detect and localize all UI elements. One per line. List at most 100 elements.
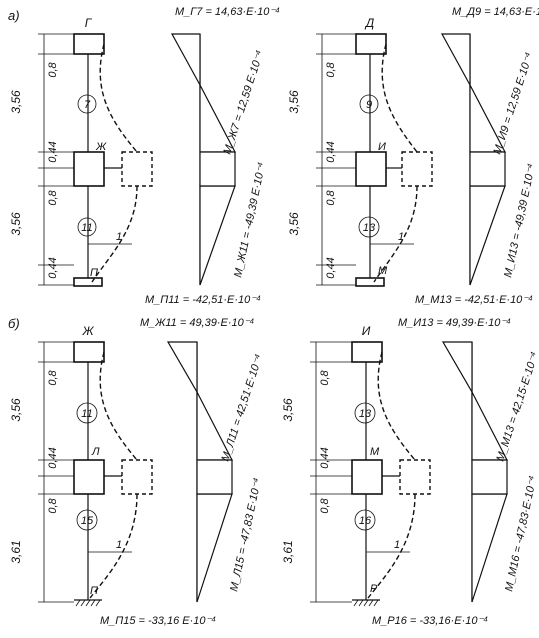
moment-area-lower xyxy=(469,185,506,286)
moment-label-top: M_Г7 = 14,63·E·10⁻⁴ xyxy=(175,6,280,18)
moment-label-lower: M_Л15 = -47,83 E·10⁻⁴ xyxy=(228,477,264,593)
member-circle-upper xyxy=(77,94,97,114)
moment-label-mid: M_Ж7 = 12,59 E·10⁻⁴ xyxy=(221,49,266,156)
panel-3: 3,56 3,61 0,8 0,44 0,8 1 11 15 Ж Л П xyxy=(9,317,265,627)
dim-lower-span: 3,61 xyxy=(281,540,295,563)
deflection-label: 1 xyxy=(116,231,122,243)
top-node-box xyxy=(351,341,383,363)
top-node-box xyxy=(73,33,105,55)
panel-1: 3,56 3,56 0,8 0,44 0,8 0,44 1 7 11 Г Ж П… xyxy=(9,6,280,306)
moment-label-mid: M_Л11 = 42,51·E·10⁻⁴ xyxy=(219,353,265,463)
member-circle-upper xyxy=(359,94,379,114)
dim-upper-span: 3,56 xyxy=(9,90,23,114)
member-circle-lower xyxy=(76,509,98,531)
moment-label-lower: M_М16 = -47,83·E·10⁻⁴ xyxy=(503,475,539,593)
moment-area-joint xyxy=(196,459,233,495)
member-number-upper: 7 xyxy=(84,99,91,111)
mid-node-box xyxy=(73,459,105,495)
mid-node-box xyxy=(73,151,105,187)
moment-label-top: M_Ж11 = 49,39·E·10⁻⁴ xyxy=(140,317,255,329)
dim-lower-span: 3,61 xyxy=(9,540,23,563)
fixed-support-hatch xyxy=(74,599,102,607)
deflected-shape-lower xyxy=(367,493,416,599)
member-number-lower: 11 xyxy=(81,222,92,234)
moment-area-lower xyxy=(471,493,508,603)
moment-label-mid: M_М13 = 42,15·E·10⁻⁴ xyxy=(494,350,539,463)
member-number-lower: 16 xyxy=(359,515,372,527)
section-label-b: б) xyxy=(8,316,20,331)
moment-label-top: M_И13 = 49,39·E·10⁻⁴ xyxy=(398,317,511,329)
node-label-mid: М xyxy=(370,446,380,458)
moment-area-joint xyxy=(469,151,506,187)
member-circle-lower xyxy=(354,509,376,531)
member-circle-lower xyxy=(358,216,380,238)
deflected-shape-upper xyxy=(377,351,416,461)
moment-area-upper-neg xyxy=(166,341,198,395)
deflected-shape-lower xyxy=(89,493,138,599)
node-label-mid: Л xyxy=(91,446,100,458)
moment-label-bottom: M_Р16 = -33,16·E·10⁻⁴ xyxy=(372,615,488,627)
deflected-shape-upper xyxy=(381,43,418,153)
moment-area-lower xyxy=(196,493,233,603)
dim-upper-span: 3,56 xyxy=(287,90,301,114)
dim-upper-beam: 0,44 xyxy=(325,141,337,162)
moment-area-upper-neg xyxy=(440,33,471,86)
moment-label-bottom: M_М13 = -42,51·E·10⁻⁴ xyxy=(415,294,533,306)
deflection-label: 1 xyxy=(394,539,400,551)
member-number-lower: 15 xyxy=(81,515,94,527)
node-label-top: Д xyxy=(364,16,375,30)
deflected-shape-upper xyxy=(99,43,138,153)
moment-area-upper-neg xyxy=(441,341,473,395)
dim-upper-beam: 0,44 xyxy=(47,141,59,162)
dim-upper-beam: 0,44 xyxy=(319,447,331,468)
dim-lower-beam: 0,44 xyxy=(325,257,337,278)
panel-4: 3,56 3,61 0,8 0,44 0,8 1 13 16 И М Р xyxy=(281,317,539,627)
node-label-bottom: П xyxy=(90,585,98,597)
deflection-label: 1 xyxy=(398,231,404,243)
dim-lower-seg: 0,8 xyxy=(47,497,59,513)
member-number-upper: 13 xyxy=(359,408,372,420)
node-label-top: И xyxy=(362,324,371,338)
dim-upper-seg: 0,8 xyxy=(47,61,59,77)
bottom-node-box xyxy=(73,277,103,287)
panel-2: 3,56 3,56 0,8 0,44 0,8 0,44 1 9 13 Д И М… xyxy=(287,6,539,306)
node-label-bottom: П xyxy=(90,267,98,279)
deflection-label: 1 xyxy=(116,539,122,551)
member-circle-lower xyxy=(77,217,97,237)
dim-lower-seg: 0,8 xyxy=(325,189,337,205)
section-label-a: а) xyxy=(8,8,20,23)
moment-area-upper-neg xyxy=(170,33,201,86)
moment-label-bottom: M_П11 = -42,51·E·10⁻⁴ xyxy=(145,294,261,306)
displaced-node-box xyxy=(401,151,433,187)
top-node-box xyxy=(73,341,105,363)
bottom-node-box xyxy=(355,277,385,287)
dim-upper-seg: 0,8 xyxy=(325,61,337,77)
moment-area-joint xyxy=(471,459,508,495)
node-label-top: Г xyxy=(85,16,93,30)
dim-lower-seg: 0,8 xyxy=(319,497,331,513)
dim-upper-seg: 0,8 xyxy=(47,369,59,385)
deflected-shape-upper xyxy=(99,351,138,461)
displaced-node-box xyxy=(121,151,153,187)
node-label-top: Ж xyxy=(81,324,94,338)
member-number-upper: 9 xyxy=(366,99,372,111)
top-node-box xyxy=(355,33,387,55)
deflected-shape-lower xyxy=(373,185,418,283)
moment-label-top: M_Д9 = 14,63·E·10⁻⁴ xyxy=(452,6,539,18)
moment-area-joint xyxy=(199,151,236,187)
moment-label-lower: M_Ж11 = -49,39 E·10⁻⁴ xyxy=(232,161,268,279)
dim-upper-beam: 0,44 xyxy=(47,447,59,468)
dim-upper-seg: 0,8 xyxy=(319,369,331,385)
dim-lower-span: 3,56 xyxy=(9,212,23,236)
member-circle-upper xyxy=(354,402,376,424)
dim-lower-beam: 0,44 xyxy=(47,257,59,278)
mid-node-box xyxy=(351,459,383,495)
moment-area-lower xyxy=(199,185,236,286)
fixed-support-hatch xyxy=(352,599,380,607)
member-circle-upper xyxy=(76,402,98,424)
displaced-node-box xyxy=(399,459,431,495)
moment-label-mid: M_И9 = 12,59 E·10⁻⁴ xyxy=(491,51,535,156)
member-number-lower: 13 xyxy=(363,222,376,234)
node-label-mid: Ж xyxy=(95,141,107,153)
deflected-shape-lower xyxy=(91,185,138,283)
